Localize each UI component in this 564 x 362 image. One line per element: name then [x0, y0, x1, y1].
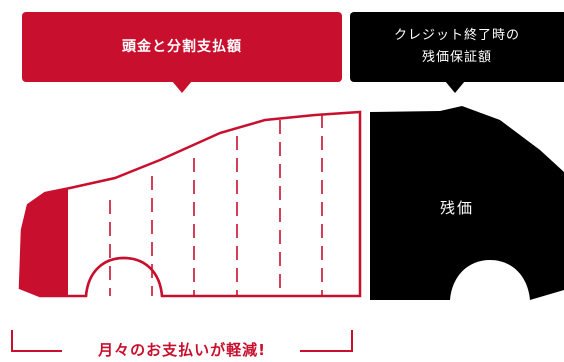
residual-callout-line2: 残価保証額 — [421, 50, 492, 65]
residual-callout-line1: クレジット終了時の — [393, 28, 520, 43]
bracket-line — [11, 330, 353, 352]
monthly-reduction-caption: 月々のお支払いが軽減! — [98, 341, 266, 359]
residual-callout-label: クレジット終了時の 残価保証額 — [394, 25, 520, 69]
upfront-callout: 頭金と分割支払額 — [22, 12, 342, 93]
upfront-callout-label: 頭金と分割支払額 — [122, 39, 242, 55]
installment-dividers — [109, 114, 323, 296]
residual-value-section — [370, 106, 564, 300]
front-wheel-arch — [84, 256, 164, 297]
upfront-callout-pointer — [172, 81, 192, 93]
down-payment-section — [20, 188, 68, 296]
residual-callout: クレジット終了時の 残価保証額 — [350, 12, 564, 93]
residual-callout-pointer — [445, 81, 465, 93]
residual-value-label: 残価 — [440, 199, 475, 217]
